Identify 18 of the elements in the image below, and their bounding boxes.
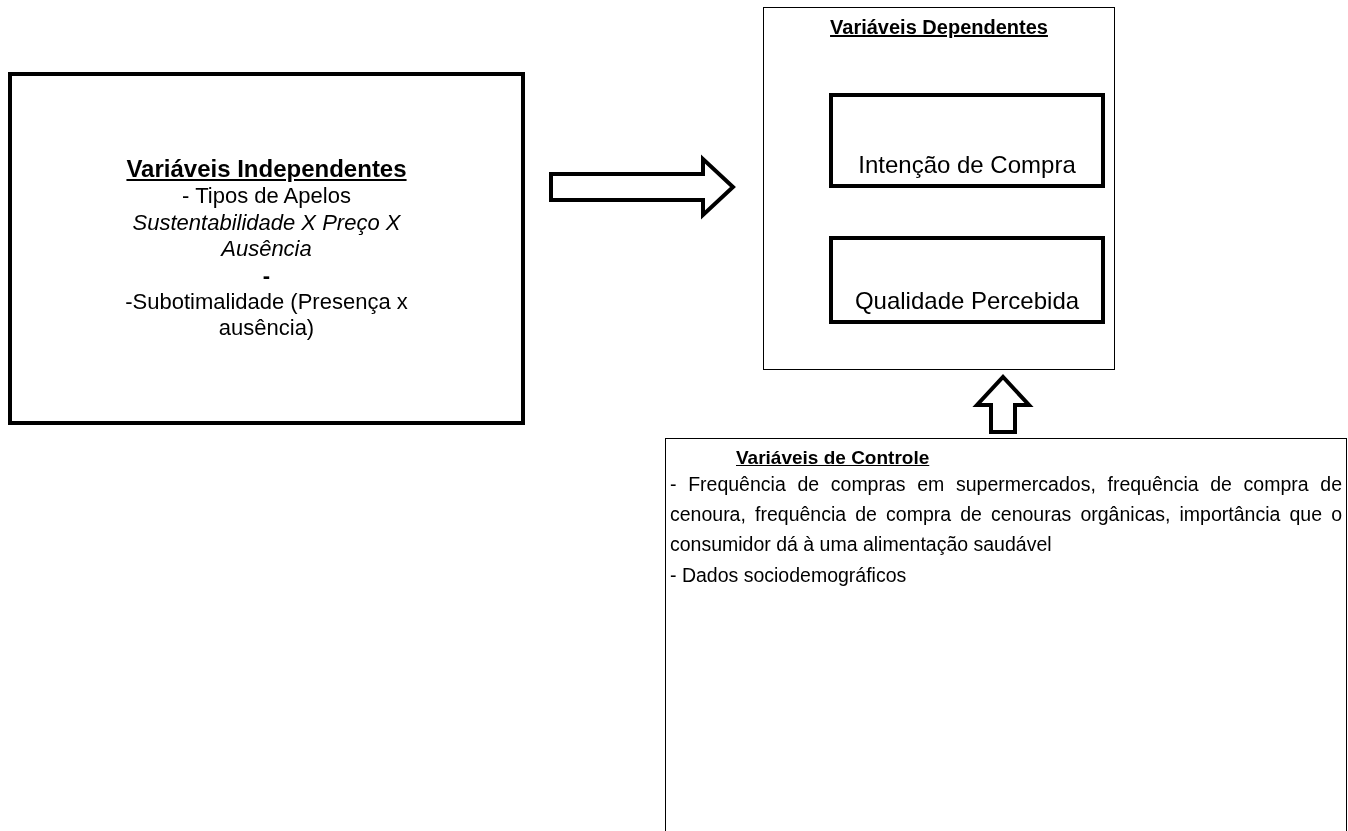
body-text: - (261, 262, 272, 289)
variable-box (665, 438, 1347, 831)
block-arrow (972, 374, 1034, 434)
variable-box (8, 72, 525, 425)
body-text: Sustentabilidade X Preço X Ausência (131, 209, 402, 263)
heading: Variáveis Dependentes (830, 16, 1048, 39)
heading: Variáveis de Controle (736, 447, 930, 469)
body-text: - Dados sociodemográficos (670, 562, 908, 588)
box-label: Qualidade Percebida (853, 287, 1081, 316)
variable-box (763, 7, 1115, 370)
variable-box (829, 236, 1105, 324)
heading: Variáveis Independentes (126, 155, 407, 184)
box-label: Intenção de Compra (857, 151, 1077, 180)
body-text: - Tipos de Apelos (181, 183, 352, 210)
block-arrow (549, 154, 736, 220)
body-text: -Subotimalidade (Presença x ausência) (124, 288, 409, 342)
body-text: - Frequência de compras em supermercados, frequência de compra de cenoura, frequência de compra de cenouras orgânicas, importância que o consumidor dá à uma alimentação saudável (670, 472, 1342, 558)
variable-box (829, 93, 1105, 188)
